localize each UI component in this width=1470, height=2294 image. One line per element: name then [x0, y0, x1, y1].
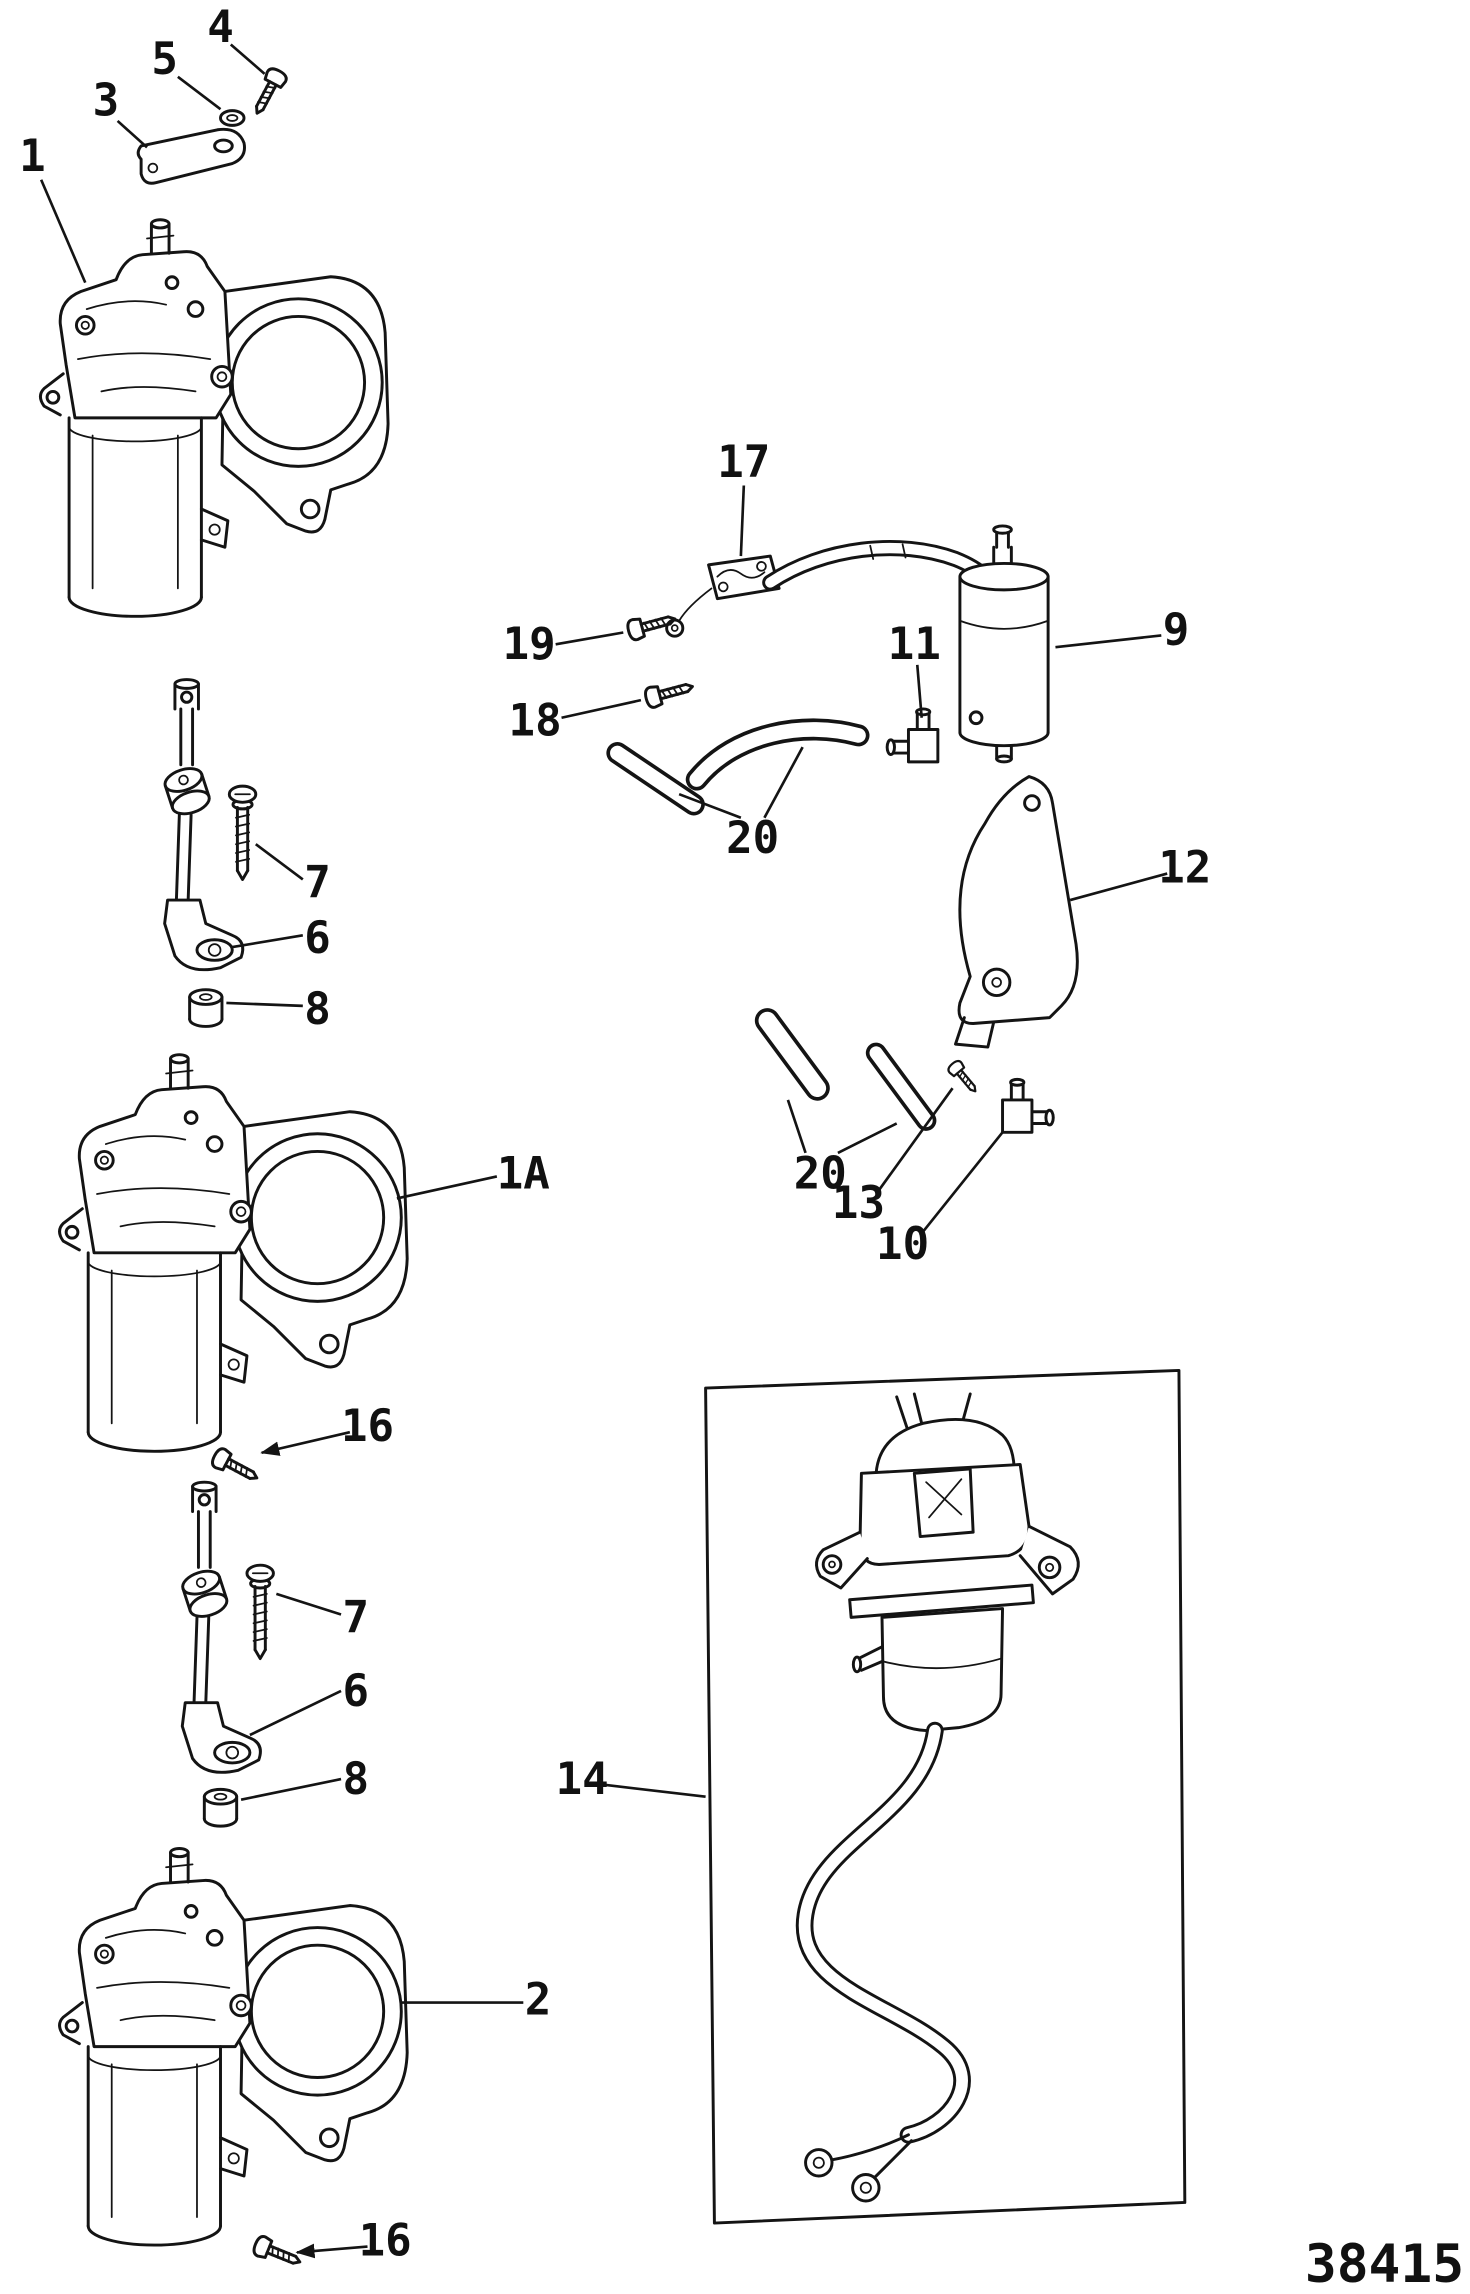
callout-8: 8: [342, 1754, 369, 1805]
leader-line-5: [177, 75, 222, 111]
callout-19: 19: [503, 619, 556, 670]
callout-17: 17: [717, 437, 770, 488]
callout-8: 8: [304, 984, 331, 1035]
carburetor-1A-drawing: [58, 1053, 409, 1453]
callout-4: 4: [207, 2, 234, 53]
leader-line-20: [837, 1122, 898, 1155]
leader-line-20: [786, 1099, 807, 1154]
leader-line-10: [919, 1131, 1004, 1237]
fuel-hose-upper: [762, 540, 993, 591]
leader-line-19: [555, 631, 624, 646]
callout-16: 16: [341, 1401, 394, 1452]
callout-1A: 1A: [497, 1148, 550, 1199]
leader-line-4: [229, 43, 266, 75]
leader-line-20: [763, 746, 804, 819]
screw-part16-bottom: [250, 2233, 306, 2273]
leader-line-7: [275, 1592, 342, 1616]
spacer-part8-lower: [202, 1787, 239, 1828]
elbow-fitting-part11: [885, 707, 940, 764]
callout-3: 3: [93, 75, 120, 126]
callout-10: 10: [876, 1219, 929, 1270]
screw-part18: [642, 675, 697, 711]
leader-line-3: [116, 119, 148, 149]
leader-line-12: [1069, 872, 1168, 902]
linkage-part6-lower: [178, 1480, 262, 1774]
leader-line-1: [39, 179, 87, 284]
leader-line-1A: [396, 1175, 498, 1200]
washer-part5: [219, 109, 246, 127]
callout-5: 5: [151, 34, 178, 85]
elbow-fitting-part10: [1001, 1077, 1055, 1134]
spacer-part8-upper: [188, 988, 224, 1028]
drawing-number: 38415: [1305, 2234, 1464, 2294]
screw-part7-lower: [245, 1563, 275, 1661]
callout-1: 1: [19, 131, 46, 182]
fuel-pump-drawing-part14: [795, 1392, 1080, 2203]
solenoid-part9: [958, 524, 1050, 764]
linkage-part6-upper: [160, 678, 245, 972]
leader-line-20: [678, 792, 742, 819]
leader-line-6: [232, 934, 304, 949]
callout-7: 7: [342, 1592, 369, 1643]
screw-part16-middle: [208, 1444, 264, 1489]
screw-part4: [246, 64, 291, 120]
callout-20: 20: [794, 1148, 847, 1199]
carburetor-1-drawing: [38, 218, 390, 618]
leader-line-8: [226, 1001, 303, 1008]
mounting-bracket-part3: [136, 127, 246, 185]
leader-line-14: [605, 1783, 706, 1799]
screw-part7-upper: [227, 784, 258, 881]
leader-line-8: [240, 1777, 342, 1801]
callout-11: 11: [888, 619, 941, 670]
hoses-part20-lower: [754, 1008, 937, 1131]
leader-line-6: [249, 1689, 342, 1737]
leader-line-18: [561, 698, 642, 720]
leader-line-13: [875, 1087, 954, 1195]
callout-20: 20: [726, 813, 779, 864]
leader-line-11: [915, 664, 924, 718]
cable-clamp-part17: [665, 554, 781, 638]
callout-6: 6: [304, 913, 331, 964]
leader-line-9: [1055, 634, 1162, 649]
callout-18: 18: [509, 696, 562, 747]
bracket-part12: [954, 775, 1079, 1049]
callout-6: 6: [342, 1666, 369, 1717]
hoses-part20-upper: [606, 718, 870, 816]
carburetor-2-drawing: [58, 1847, 409, 2247]
leader-line-17: [739, 485, 746, 557]
callout-16: 16: [359, 2216, 412, 2267]
leader-line-16: [260, 1430, 351, 1456]
screw-part19: [624, 607, 679, 643]
callout-7: 7: [304, 857, 331, 908]
leader-line-16: [295, 2243, 368, 2259]
callout-14: 14: [556, 1754, 609, 1805]
callout-12: 12: [1158, 843, 1211, 894]
callout-13: 13: [832, 1178, 885, 1229]
callout-2: 2: [525, 1975, 552, 2026]
leader-line-7: [254, 843, 304, 881]
callout-9: 9: [1163, 605, 1190, 656]
